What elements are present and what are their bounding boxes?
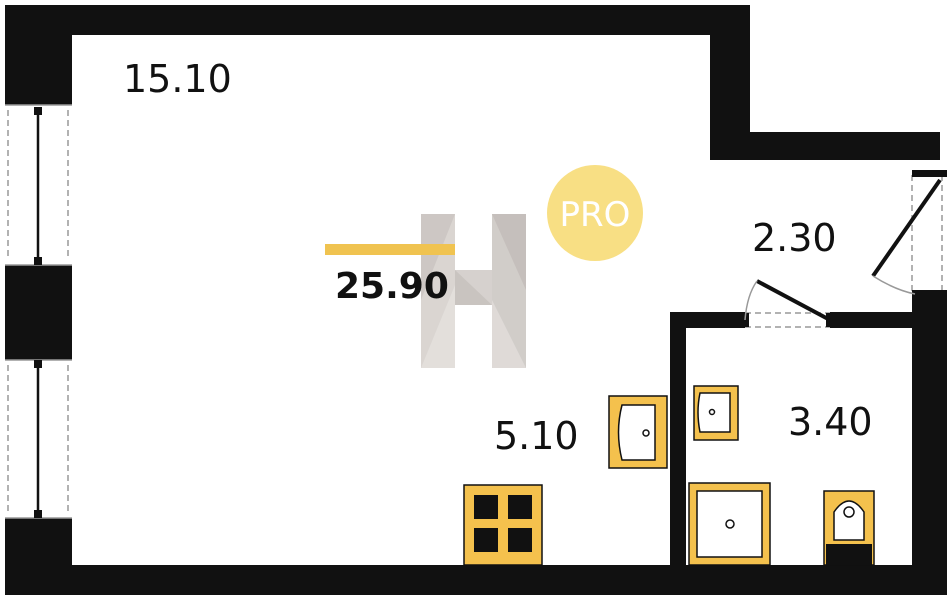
shower-tray-icon [688, 482, 771, 566]
walls [5, 5, 947, 595]
room-area-living: 15.10 [123, 57, 232, 101]
sink-icon [608, 395, 668, 469]
toilet-icon [823, 490, 875, 566]
door-icon [741, 279, 834, 328]
room-area-kitchen: 5.10 [494, 414, 579, 458]
door-icon [871, 170, 947, 297]
total-area: 25.90 [335, 266, 449, 307]
total-area-underline [325, 244, 455, 255]
room-area-hall: 2.30 [752, 216, 837, 260]
window-icon [5, 104, 72, 266]
window-icon [5, 359, 72, 519]
pro-badge: PRO [547, 165, 643, 261]
stove-icon [463, 484, 543, 566]
sink-icon [693, 385, 739, 441]
room-area-bathroom: 3.40 [788, 400, 873, 444]
pro-badge-text: PRO [560, 195, 631, 235]
